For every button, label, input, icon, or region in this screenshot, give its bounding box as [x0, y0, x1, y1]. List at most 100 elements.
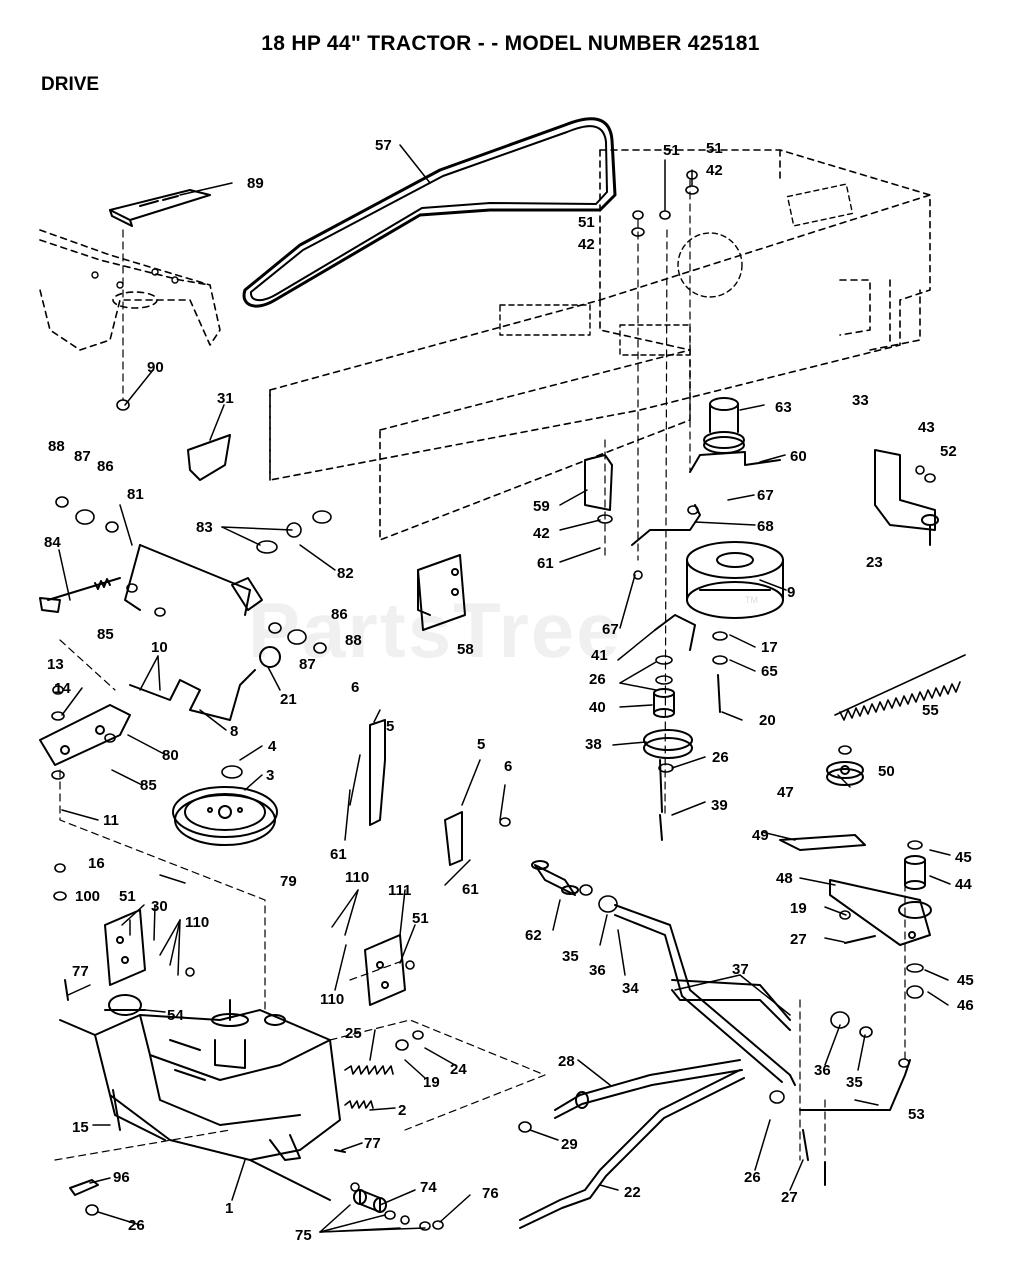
callout-3: 3 [266, 767, 274, 784]
callout-110: 110 [345, 869, 369, 886]
callout-88: 88 [345, 632, 362, 649]
callout-89: 89 [247, 175, 264, 192]
callout-55: 55 [922, 702, 939, 719]
callout-43: 43 [918, 419, 935, 436]
callout-85: 85 [97, 626, 114, 643]
callout-35: 35 [562, 948, 579, 965]
callout-40: 40 [589, 699, 606, 716]
bracket-58 [417, 554, 466, 631]
callout-35: 35 [846, 1074, 863, 1091]
callout-26: 26 [712, 749, 729, 766]
pulley-3 [172, 786, 278, 846]
centerlines [54, 179, 906, 1161]
callout-54: 54 [167, 1007, 184, 1024]
callout-82: 82 [337, 565, 354, 582]
callout-51: 51 [578, 214, 595, 231]
rod-60 [689, 451, 781, 473]
callout-57: 57 [375, 137, 392, 154]
callout-45: 45 [955, 849, 972, 866]
callout-77: 77 [364, 1135, 381, 1152]
rod-41 [654, 614, 696, 651]
callout-24: 24 [450, 1061, 467, 1078]
callout-30: 30 [151, 898, 168, 915]
callout-23: 23 [866, 554, 883, 571]
bracket-30 [104, 909, 146, 986]
callout-44: 44 [955, 876, 972, 893]
callout-5: 5 [477, 736, 485, 753]
callout-83: 83 [196, 519, 213, 536]
callout-6: 6 [504, 758, 512, 775]
callout-45: 45 [957, 972, 974, 989]
callout-4: 4 [268, 738, 277, 755]
callout-1: 1 [225, 1200, 233, 1217]
spacer-44 [904, 855, 926, 890]
callout-111: 111 [388, 882, 411, 899]
callout-34: 34 [622, 980, 639, 997]
callout-80: 80 [162, 747, 179, 764]
bracket-111 [364, 934, 406, 1006]
hood-fender [39, 229, 221, 351]
callout-96: 96 [113, 1169, 130, 1186]
lever-8 [129, 669, 256, 721]
knob-21 [259, 646, 281, 668]
clutch-9 [686, 541, 784, 619]
callout-27: 27 [790, 931, 807, 948]
plate-80 [39, 704, 131, 766]
callout-52: 52 [940, 443, 957, 460]
callout-51: 51 [663, 142, 680, 159]
callout-31: 31 [217, 390, 234, 407]
bolt-15 [112, 1089, 121, 1131]
callout-85: 85 [140, 777, 157, 794]
callout-42: 42 [706, 162, 723, 179]
callout-5: 5 [386, 718, 394, 735]
page-title: 18 HP 44" TRACTOR - - MODEL NUMBER 42518… [261, 32, 760, 55]
callout-51: 51 [706, 140, 723, 157]
callout-25: 25 [345, 1025, 362, 1042]
spacer-74 [353, 1189, 387, 1213]
callout-20: 20 [759, 712, 776, 729]
spring-25 [344, 1065, 394, 1075]
bolt-20 [717, 674, 721, 713]
callout-68: 68 [757, 518, 774, 535]
spindle-63 [703, 397, 745, 454]
callout-38: 38 [585, 736, 602, 753]
callout-60: 60 [790, 448, 807, 465]
callout-79: 79 [280, 873, 297, 890]
callout-87: 87 [299, 656, 316, 673]
callout-61: 61 [537, 555, 554, 572]
callout-63: 63 [775, 399, 792, 416]
callout-110: 110 [320, 991, 344, 1008]
bracket-49 [779, 834, 866, 851]
transaxle-1 [59, 999, 341, 1201]
callout-36: 36 [589, 962, 606, 979]
callout-26: 26 [589, 671, 606, 688]
key-77-lower [334, 1149, 346, 1153]
callout-67: 67 [757, 487, 774, 504]
bolt-27-lower [802, 1129, 826, 1186]
section-label: DRIVE [41, 74, 100, 95]
callout-67: 67 [602, 621, 619, 638]
key-77-upper [64, 979, 69, 1001]
rod-28 [554, 1059, 743, 1119]
callout-61: 61 [330, 846, 347, 863]
callout-27: 27 [781, 1189, 798, 1206]
callout-50: 50 [878, 763, 895, 780]
callout-49: 49 [752, 827, 769, 844]
spring-2 [344, 1100, 374, 1109]
callout-61: 61 [462, 881, 479, 898]
callout-48: 48 [776, 870, 793, 887]
callout-16: 16 [88, 855, 105, 872]
callout-22: 22 [624, 1184, 641, 1201]
bolt-39 [659, 814, 663, 841]
callout-26: 26 [128, 1217, 145, 1234]
spacer-40 [653, 688, 675, 718]
bracket-5-lower [444, 811, 463, 866]
callout-6: 6 [351, 679, 359, 696]
callout-37: 37 [732, 961, 749, 978]
callout-10: 10 [151, 639, 168, 656]
watermark-trademark: TM [745, 595, 758, 605]
pin-96 [69, 1179, 99, 1196]
callout-11: 11 [103, 812, 119, 829]
spring-55 [834, 654, 966, 721]
callout-84: 84 [44, 534, 61, 551]
